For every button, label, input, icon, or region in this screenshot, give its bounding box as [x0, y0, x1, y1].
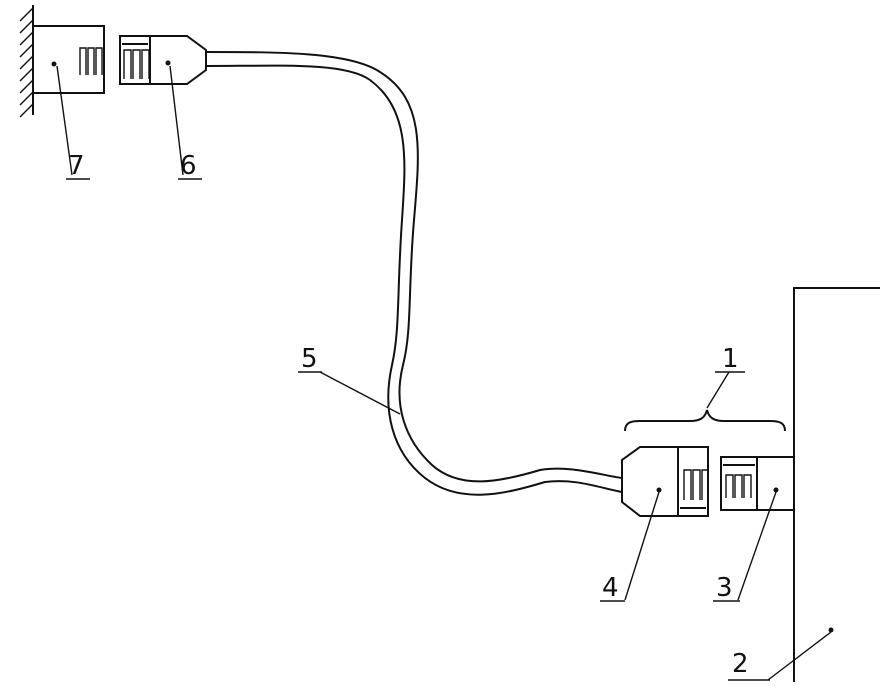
- device-2: [793, 287, 880, 682]
- cable-5: [205, 51, 623, 496]
- leader-lines: [56, 65, 832, 681]
- label-7: 7: [68, 151, 85, 181]
- label-6: 6: [180, 151, 197, 181]
- label-5: 5: [301, 344, 318, 374]
- bracket-1: [624, 409, 786, 432]
- label-2: 2: [732, 649, 749, 679]
- socket-7: [32, 25, 105, 94]
- socket-3: [720, 456, 795, 511]
- label-4: 4: [602, 573, 619, 603]
- label-3: 3: [716, 573, 733, 603]
- label-1: 1: [722, 344, 739, 374]
- wall: [19, 5, 34, 118]
- plug-6: [119, 35, 207, 85]
- plug-4: [621, 446, 709, 517]
